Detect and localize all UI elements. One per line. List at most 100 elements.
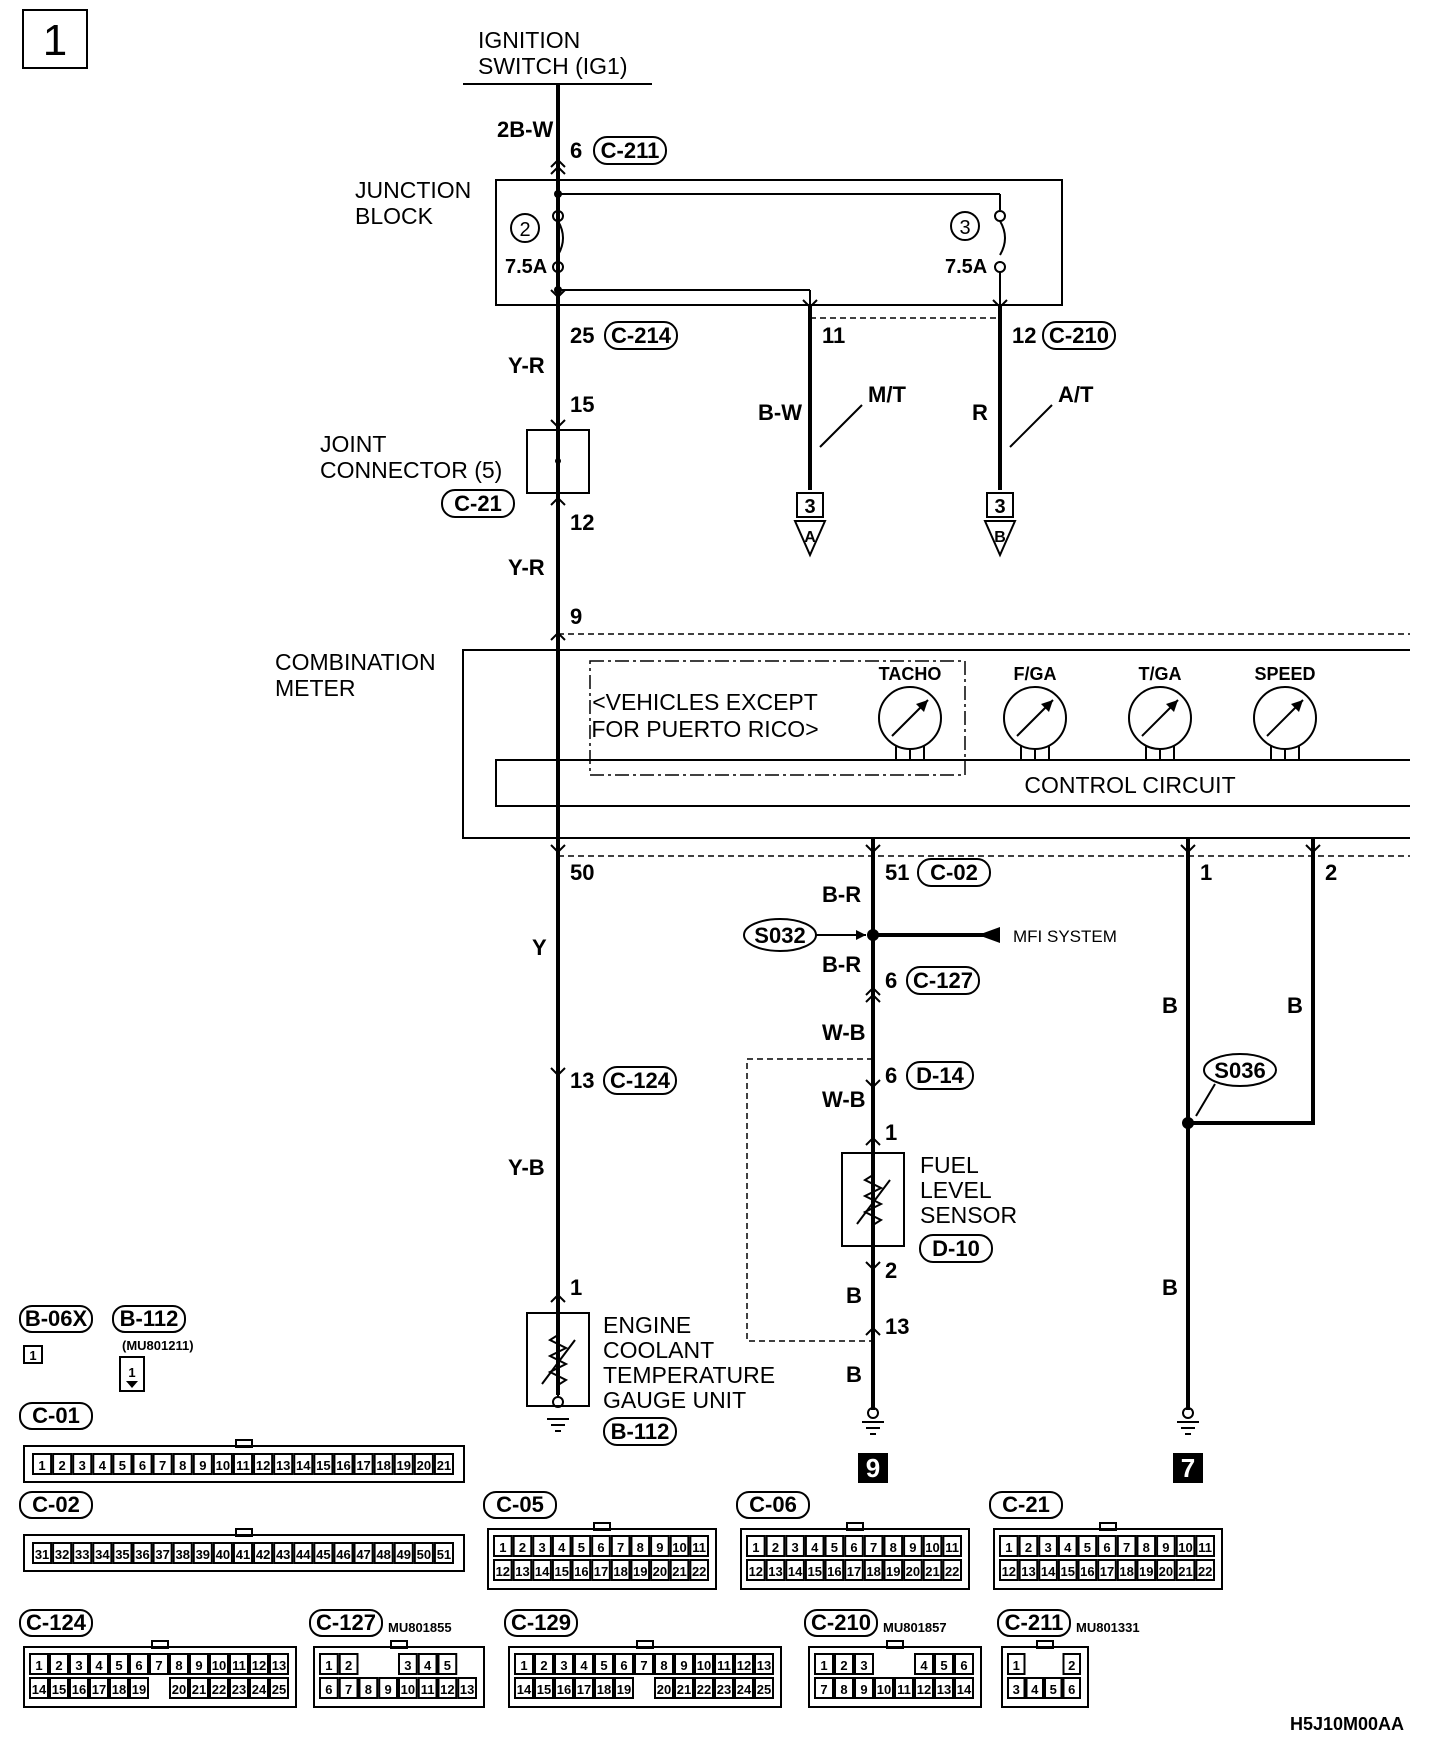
legend-c210-row2-cell-box xyxy=(874,1677,894,1699)
wire-br-2: B-R xyxy=(822,952,861,977)
legend-c01-cell-box xyxy=(413,1453,434,1475)
legend-c211-row1-cell-box xyxy=(1007,1653,1026,1675)
legend-c124-row2-cell: 15 xyxy=(52,1682,66,1697)
wire-br-1: B-R xyxy=(822,882,861,907)
legend-c129-row1-cell-box xyxy=(714,1653,734,1675)
legend-c129-row1-cell: 9 xyxy=(680,1658,687,1673)
legend-c05-row2-cell-box xyxy=(551,1559,572,1581)
legend-c21-row1-cell: 4 xyxy=(1064,1540,1072,1555)
legend-c129-row1-cell-box xyxy=(614,1653,634,1675)
legend-c01-cell-box xyxy=(212,1453,233,1475)
legend-c02-cell-box xyxy=(433,1542,454,1564)
legend-c211-latch xyxy=(1036,1640,1054,1649)
mt-pointer xyxy=(819,404,863,448)
splice-s036: S036 xyxy=(1214,1058,1265,1083)
legend-c129-row2-cell-box xyxy=(734,1677,754,1699)
legend-c02-label: C-02 xyxy=(32,1492,80,1517)
legend-c06-row1-cell: 5 xyxy=(831,1540,838,1555)
pin-50: 50 xyxy=(570,860,594,885)
legend-c06-row2-cell-box xyxy=(824,1559,845,1581)
legend-c124-row2-cell-box xyxy=(249,1677,269,1699)
legend-c127-row2-cell: 8 xyxy=(365,1682,372,1697)
gauge-leads-2 xyxy=(1145,746,1175,760)
pin-15: 15 xyxy=(570,392,594,417)
legend-c21-row1-cell: 9 xyxy=(1162,1540,1169,1555)
legend-c06-row2-cell-box xyxy=(804,1559,825,1581)
connector-chevron-10 xyxy=(1180,844,1196,854)
legend-c124-row1-cell: 10 xyxy=(212,1658,226,1673)
pin-12: 12 xyxy=(570,510,594,535)
legend-c06-row2-cell-box xyxy=(903,1559,923,1581)
connector-c21: C-21 xyxy=(454,491,502,516)
legend-c05-row1-cell-box xyxy=(551,1535,572,1557)
legend-c02-cell-box xyxy=(253,1542,274,1564)
legend-c21-row2-cell: 18 xyxy=(1119,1564,1133,1579)
legend-c124-row1-cell-box xyxy=(189,1653,209,1675)
junction-block-box xyxy=(495,179,1063,306)
fuse-left-link xyxy=(557,220,564,256)
legend-c06-row2-cell-box xyxy=(844,1559,864,1581)
legend-c01-cell: 10 xyxy=(216,1458,230,1473)
legend-c02-cell: 49 xyxy=(397,1547,411,1562)
legend-c02-cell-box xyxy=(92,1542,113,1564)
connector-chevron-4 xyxy=(992,299,1008,309)
ref-b-page: 3 xyxy=(994,496,1005,518)
page-number: 1 xyxy=(43,16,67,65)
legend-c124-row2-cell: 19 xyxy=(132,1682,146,1697)
legend-c21-row2-cell: 22 xyxy=(1198,1564,1212,1579)
pin-2-fuel: 2 xyxy=(885,1258,897,1283)
legend-c210-row1-cell-box xyxy=(954,1653,974,1675)
legend-c210-row1-cell: 1 xyxy=(820,1658,827,1673)
legend-c127-row1-cell: 4 xyxy=(424,1658,432,1673)
legend-c01-cell-box xyxy=(132,1453,153,1475)
legend-c01-cell-box xyxy=(253,1453,274,1475)
connector-c214: C-214 xyxy=(611,323,672,348)
legend-c21-row1-cell-box xyxy=(1038,1535,1058,1557)
legend-c21-row2-cell-box xyxy=(1175,1559,1196,1581)
legend-c21-row2-cell-box xyxy=(1156,1559,1176,1581)
legend-c127-row2-cell-box xyxy=(338,1677,359,1699)
legend-c210-row2-cell: 13 xyxy=(937,1682,951,1697)
legend-c129-row1-cell: 2 xyxy=(540,1658,547,1673)
legend-c01-cell-box xyxy=(293,1453,314,1475)
wire-b-1: B xyxy=(846,1283,862,1308)
legend-c02-cell: 37 xyxy=(155,1547,169,1562)
legend-c02-cell: 41 xyxy=(236,1547,250,1562)
connector-arrow-group xyxy=(550,158,1321,1336)
engine-label-1: ENGINE xyxy=(603,1312,691,1338)
legend-c127-badge xyxy=(309,1609,383,1637)
legend-c211-row2-cell-box xyxy=(1007,1677,1026,1699)
engine-label-4: GAUGE UNIT xyxy=(603,1387,746,1413)
legend-c21-row2-cell: 17 xyxy=(1100,1564,1114,1579)
legend-c06-row2-cell-box xyxy=(922,1559,943,1581)
legend-c211-row1-cell-box xyxy=(1062,1653,1081,1675)
legend-c01-cell-box xyxy=(92,1453,113,1475)
legend-b112-badge xyxy=(112,1305,186,1333)
legend-c124-row1-cell-box xyxy=(269,1653,289,1675)
legend-c21-row1-cell: 5 xyxy=(1084,1540,1091,1555)
pin-9: 9 xyxy=(570,604,582,629)
legend-c129-row2-cell: 22 xyxy=(697,1682,711,1697)
legend-c01-cell-box xyxy=(433,1453,454,1475)
wire-y: Y xyxy=(532,935,547,960)
legend-c127-row1-cell-box xyxy=(319,1653,339,1675)
connector-c210-badge xyxy=(1042,321,1116,350)
legend-c05-row1-cell-box xyxy=(493,1535,513,1557)
legend-c210-row1-cell-box xyxy=(934,1653,954,1675)
legend-c211-label: C-211 xyxy=(1005,1610,1064,1635)
legend-c210-row1-cell-box xyxy=(914,1653,934,1675)
connector-chevron-19 xyxy=(865,1326,881,1336)
legend-c210-row2-cell-box xyxy=(914,1677,934,1699)
legend-c129-row2-cell: 21 xyxy=(677,1682,691,1697)
legend-c124-row1-cell-box xyxy=(89,1653,109,1675)
legend-c05-row1-cell-box xyxy=(610,1535,631,1557)
legend-c127-row2-cell: 13 xyxy=(460,1682,474,1697)
wire-b-3: B xyxy=(1162,993,1178,1018)
legend-c05-row2-cell: 12 xyxy=(496,1564,510,1579)
legend-c124-row1-cell-box xyxy=(129,1653,149,1675)
mfi-system-label: MFI SYSTEM xyxy=(1013,927,1117,946)
legend-c01-cell-box xyxy=(32,1453,53,1475)
legend-c21-row2-cell: 19 xyxy=(1139,1564,1153,1579)
legend-c02-cell: 45 xyxy=(316,1547,330,1562)
legend-c05-badge xyxy=(483,1491,557,1519)
